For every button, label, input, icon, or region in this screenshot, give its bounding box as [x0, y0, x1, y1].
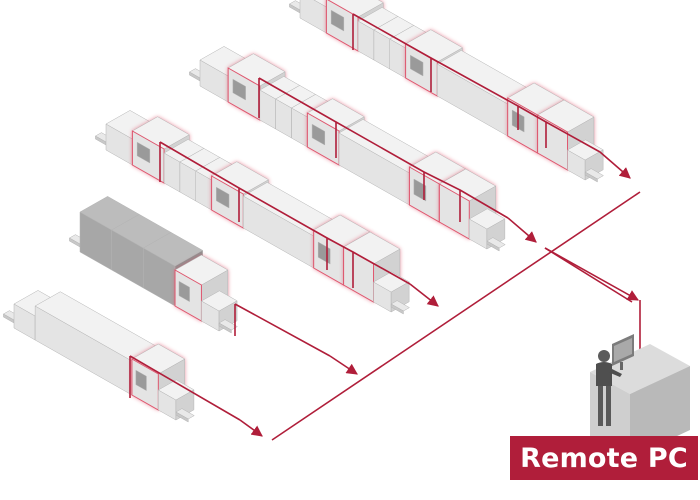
wire-line-5-out: [239, 419, 263, 437]
operator-workstation-icon: [590, 334, 690, 458]
wire-line-1: [352, 13, 601, 153]
line-1-machine-10: [567, 139, 604, 181]
remote-pc-label: Remote PC: [510, 436, 698, 480]
production-lines: [2, 0, 604, 423]
wire-line-3-out: [409, 283, 439, 307]
line-2-conveyor-out: [486, 237, 506, 252]
wire-line-4: [234, 303, 331, 357]
network-wiring: [129, 13, 641, 441]
wire-line-2-out: [507, 217, 537, 243]
line-3-machine-10: [373, 271, 410, 313]
line-1-conveyor-out: [584, 168, 604, 183]
wire-line-1-out: [599, 151, 631, 179]
line-3-conveyor-out: [390, 300, 410, 315]
wire-line-4-out: [329, 355, 358, 375]
line-4-conveyor-out: [218, 319, 238, 334]
line-5-conveyor-out: [175, 408, 195, 423]
backbone-to-pc: [544, 247, 639, 301]
wire-line-2: [258, 77, 509, 222]
wire-line-3: [159, 141, 411, 288]
wire-line-5: [129, 355, 241, 421]
line-4-machine-5: [200, 290, 238, 332]
